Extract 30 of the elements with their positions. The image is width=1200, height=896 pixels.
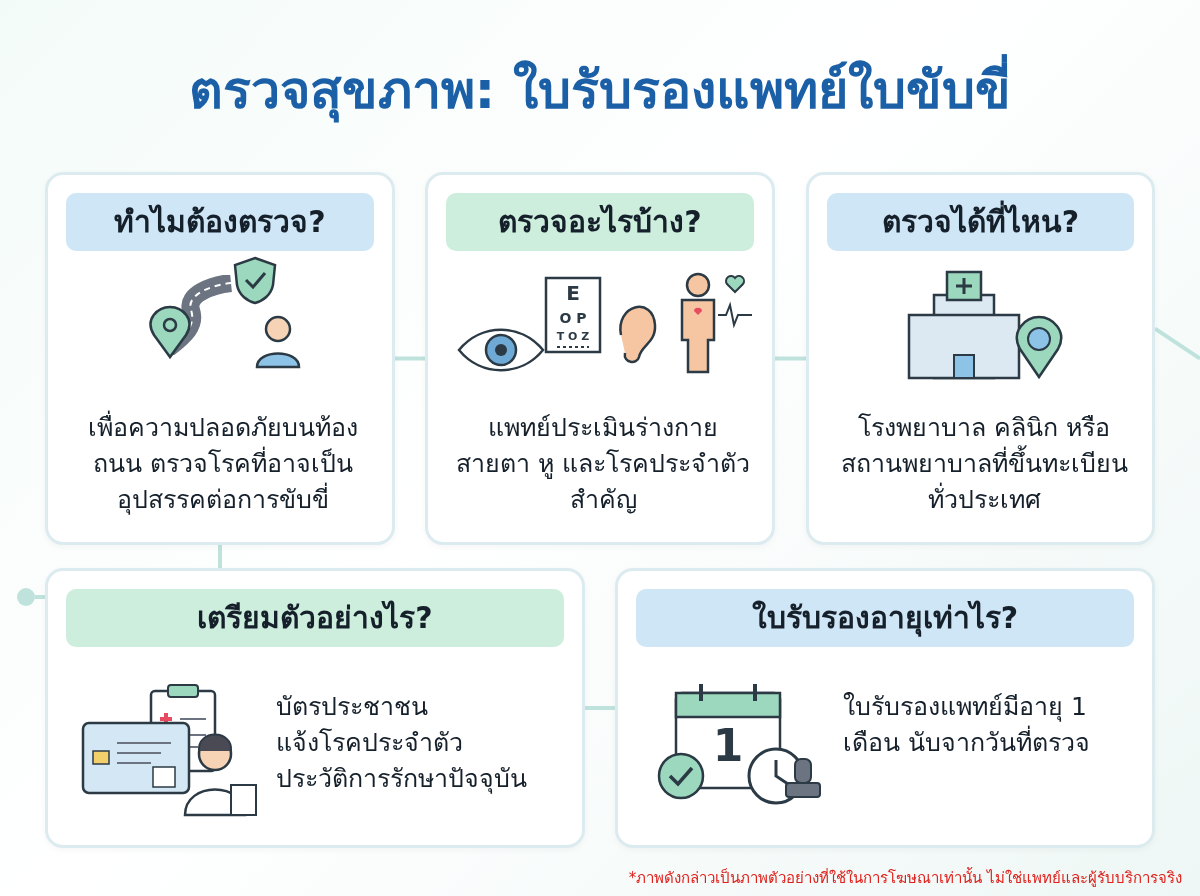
eye-chart-letters: O P <box>558 311 588 325</box>
calendar-date: 1 <box>711 724 745 768</box>
connector-line <box>1153 327 1200 361</box>
eye-chart-letters: T O Z <box>555 331 591 342</box>
info-card <box>45 172 395 545</box>
card-heading: ใบรับรองอายุเท่าไร? <box>636 589 1134 647</box>
info-card <box>806 172 1155 545</box>
card-text: โรงพยาบาล คลินิก หรือสถานพยาบาลที่ขึ้นทะเบียนทั่วประเทศ <box>839 412 1129 516</box>
card-text: เพื่อความปลอดภัยบนท้องถนน ตรวจโรคที่อาจเป็นอุปสรรคต่อการขับขี่ <box>68 410 378 518</box>
card-text: แพทย์ประเมินร่างกาย สายตา หู และโรคประจำตัวสำคัญ <box>455 412 751 516</box>
connector-line <box>775 356 806 361</box>
title: ตรวจสุขภาพ: ใบรับรองแพทย์ใบขับขี่ <box>0 48 1200 131</box>
card-heading: ตรวจอะไรบ้าง? <box>446 193 754 251</box>
card-heading: เตรียมตัวอย่างไร? <box>66 589 564 647</box>
card-text: บัตรประชาชน <box>276 691 429 723</box>
card-heading: ตรวจได้ที่ไหน? <box>827 193 1134 251</box>
connector-dot <box>17 588 35 606</box>
info-card <box>45 568 585 848</box>
eye-chart-letter: E <box>565 283 581 303</box>
connector-line <box>35 595 45 599</box>
card-text: ประวัติการรักษาปัจจุบัน <box>276 763 528 796</box>
card-text: แจ้งโรคประจำตัว <box>276 727 464 759</box>
card-text: ใบรับรองแพทย์มีอายุ 1 เดือน นับจากวันที่ตรวจ <box>843 691 1091 759</box>
info-card <box>425 172 775 545</box>
card-heading: ทำไมต้องตรวจ? <box>66 193 374 251</box>
connector-line <box>585 706 615 710</box>
info-card <box>615 568 1155 848</box>
footnote: *ภาพดังกล่าวเป็นภาพตัวอย่างที่ใช้ในการโฆษณาเท่านั้น ไม่ใช่แพทย์และผู้รับบริการจริง <box>628 866 1182 889</box>
connector-line <box>218 545 222 568</box>
connector-line <box>395 356 425 361</box>
